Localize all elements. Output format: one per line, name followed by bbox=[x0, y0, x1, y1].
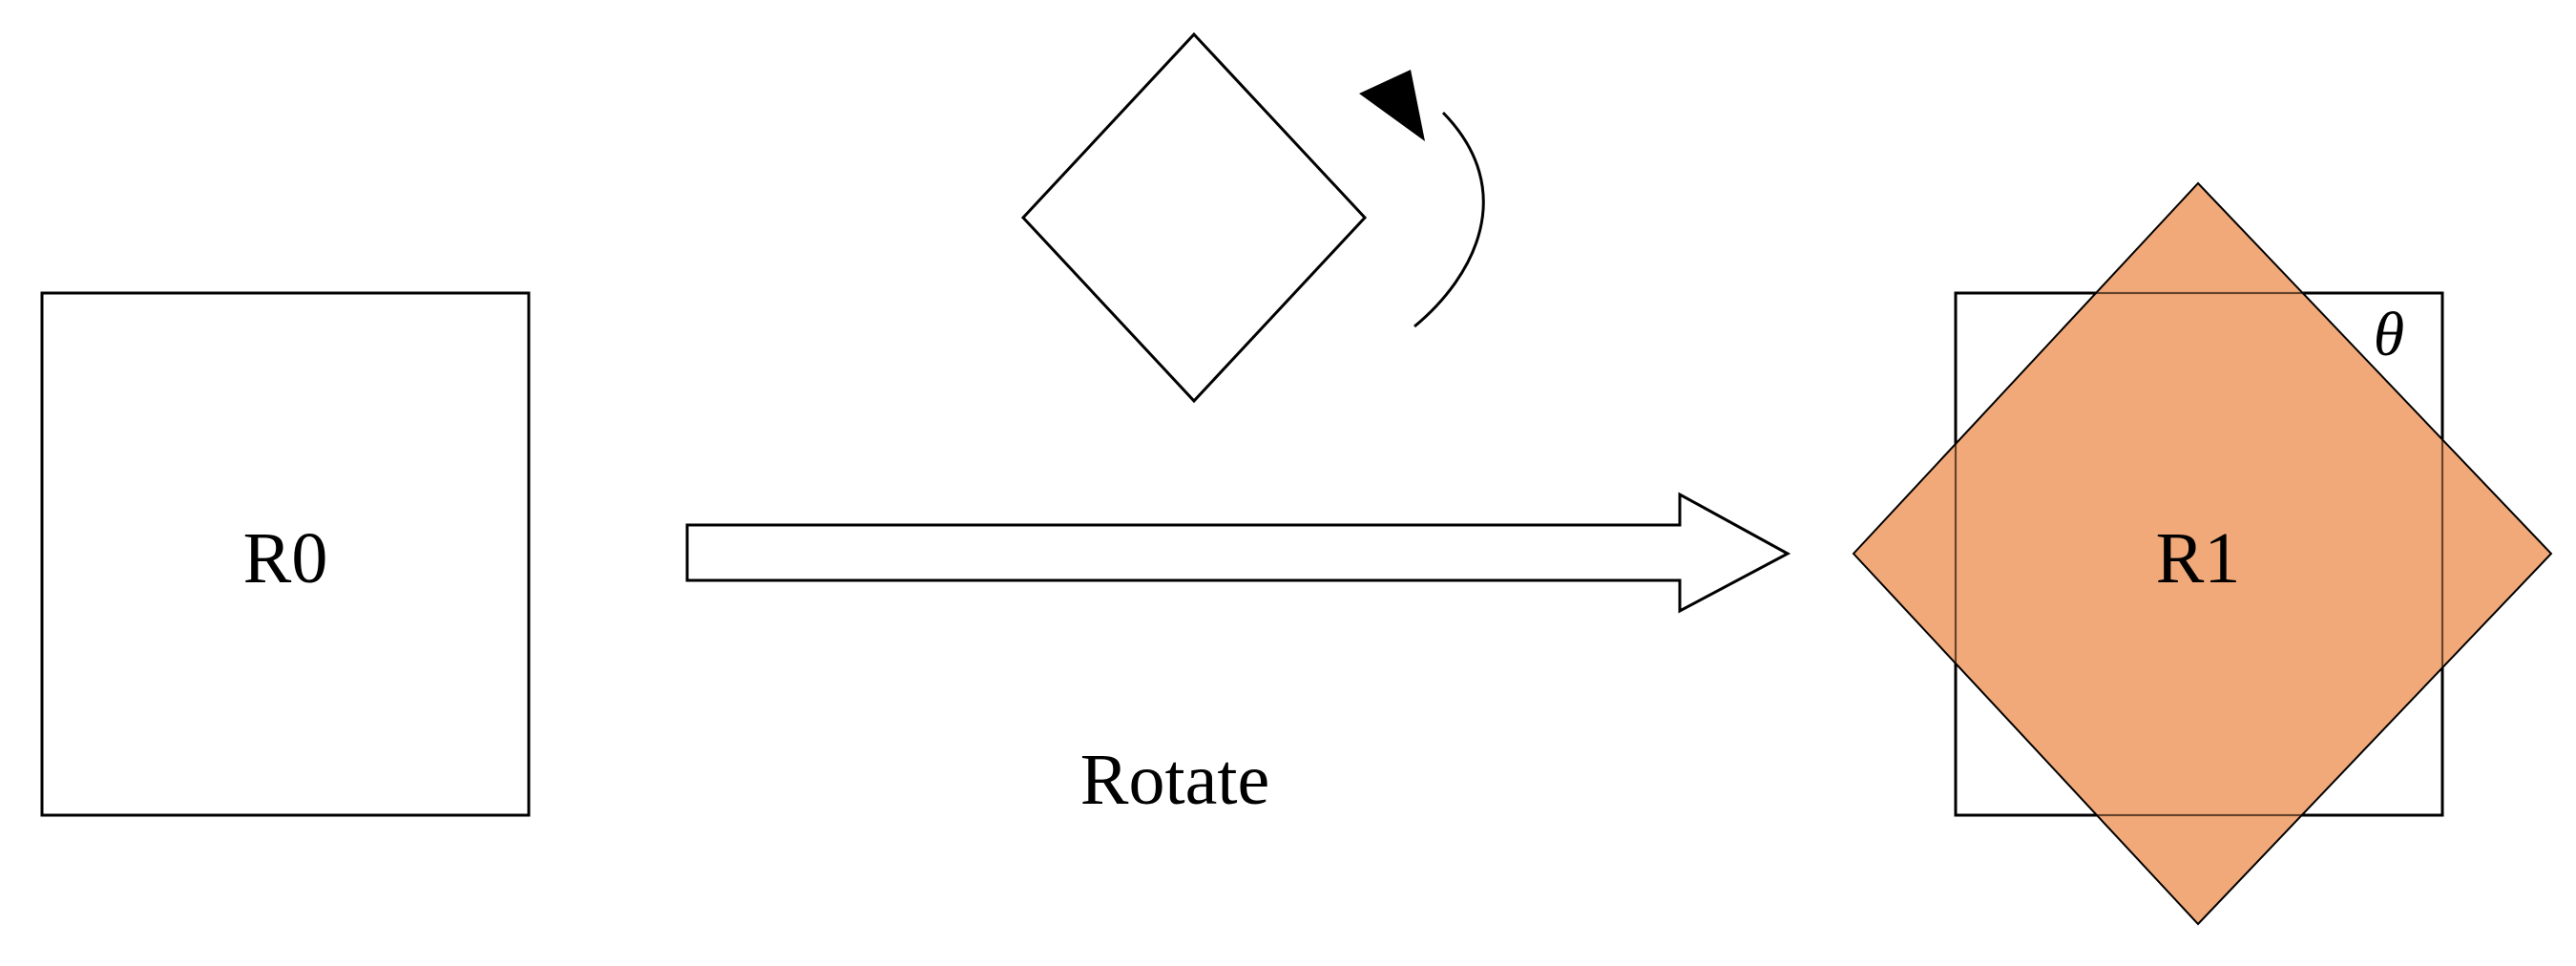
rotated-square-r1 bbox=[1852, 181, 2553, 926]
curved-arrow-icon bbox=[1359, 70, 1485, 328]
right-arrow-icon bbox=[685, 492, 1791, 614]
r0-label: R0 bbox=[243, 518, 328, 598]
original-square-r0 bbox=[40, 291, 531, 817]
reference-square-outline bbox=[1955, 292, 2443, 816]
r1-label: R1 bbox=[2156, 518, 2241, 598]
small-rotated-square bbox=[1020, 32, 1368, 404]
rotate-label: Rotate bbox=[1080, 740, 1269, 820]
theta-label: θ bbox=[2374, 300, 2404, 369]
